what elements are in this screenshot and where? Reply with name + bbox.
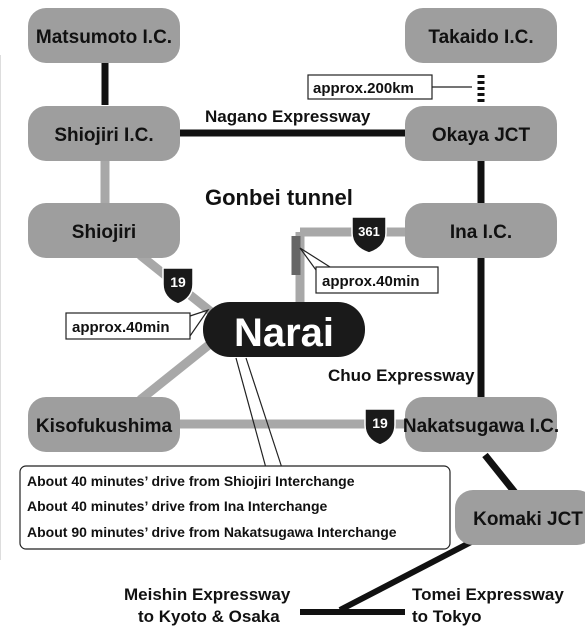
route-shield-361: 361 (351, 216, 387, 254)
node-nakatsugawa-ic: Nakatsugawa I.C. (403, 397, 559, 452)
callout-approx-200km: approx.200km (307, 74, 472, 100)
info-line: About 40 minutes’ drive from Ina Interch… (27, 498, 327, 514)
callout-text: approx.40min (72, 319, 170, 336)
label-tomei-line2: to Tokyo (412, 607, 482, 626)
node-komaki-jct: Komaki JCT (455, 490, 585, 545)
route-shield-19-north: 19 (162, 267, 194, 305)
info-line: About 40 minutes’ drive from Shiojiri In… (27, 473, 355, 489)
node-shiojiri-ic: Shiojiri I.C. (28, 106, 180, 161)
label-nagano-expressway: Nagano Expressway (205, 107, 371, 126)
label-meishin-line2: to Kyoto & Osaka (138, 607, 280, 626)
node-label: Shiojiri (72, 222, 136, 243)
node-label: Takaido I.C. (428, 27, 533, 48)
callout-approx-40min-ina: approx.40min (299, 247, 439, 294)
info-line: About 90 minutes’ drive from Nakatsugawa… (27, 524, 397, 540)
node-matsumoto-ic: Matsumoto I.C. (28, 8, 180, 63)
node-label: Komaki JCT (473, 509, 583, 530)
node-shiojiri: Shiojiri (28, 203, 180, 258)
shield-number: 19 (372, 415, 388, 431)
node-label: Kisofukushima (36, 416, 173, 437)
node-kisofukushima: Kisofukushima (28, 397, 180, 452)
node-label: Shiojiri I.C. (54, 125, 153, 146)
label-gonbei-tunnel: Gonbei tunnel (205, 185, 353, 210)
node-label: Matsumoto I.C. (36, 27, 172, 48)
callout-approx-40min-shiojiri: approx.40min (65, 308, 210, 340)
shield-number: 361 (358, 224, 380, 239)
node-narai: Narai (203, 302, 365, 357)
label-chuo-expressway: Chuo Expressway (328, 366, 475, 385)
node-ina-ic: Ina I.C. (405, 203, 557, 258)
callout-text: approx.40min (322, 273, 420, 290)
node-label: Okaya JCT (432, 125, 531, 146)
shield-number: 19 (170, 274, 186, 290)
label-tomei-line1: Tomei Expressway (412, 585, 564, 604)
route-shield-19-south: 19 (364, 408, 396, 446)
node-label: Nakatsugawa I.C. (403, 416, 559, 437)
drive-time-info-box: About 40 minutes’ drive from Shiojiri In… (19, 357, 451, 550)
narai-label: Narai (234, 311, 334, 355)
callout-text: approx.200km (313, 80, 414, 97)
expressways (101, 60, 528, 615)
node-label: Ina I.C. (450, 222, 512, 243)
node-takaido-ic: Takaido I.C. (405, 8, 557, 63)
label-meishin-line1: Meishin Expressway (124, 585, 291, 604)
node-okaya-jct: Okaya JCT (405, 106, 557, 161)
